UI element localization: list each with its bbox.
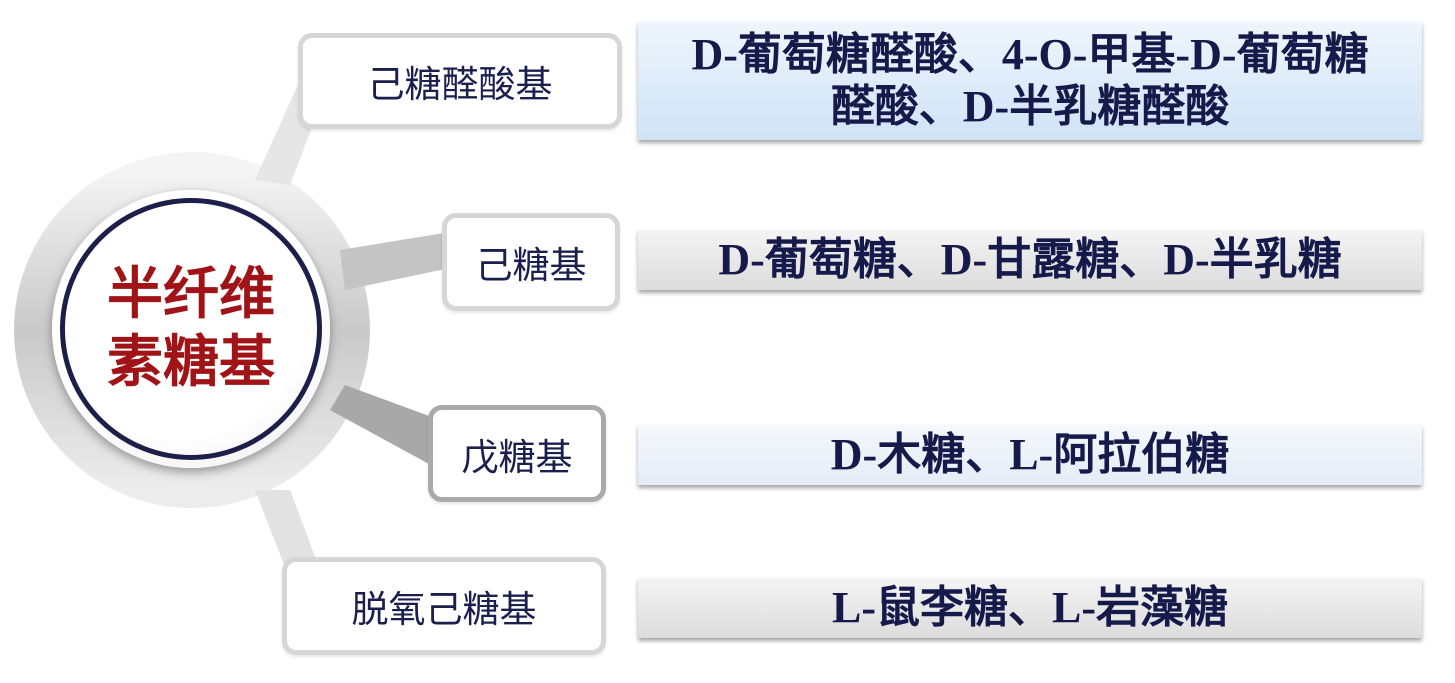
center-title-line1: 半纤维 bbox=[107, 262, 275, 327]
outer-ring bbox=[14, 152, 370, 508]
center-node: 半纤维素糖基 bbox=[52, 190, 330, 468]
detail-bar-hexose: D-葡萄糖、D-甘露糖、D-半乳糖 bbox=[638, 230, 1422, 290]
branch-label: 己糖醛酸基 bbox=[367, 63, 553, 106]
detail-text: D-木糖、L-阿拉伯糖 bbox=[830, 430, 1230, 479]
branch-box-deoxyhexose: 脱氧己糖基 bbox=[282, 557, 606, 655]
connector-2 bbox=[340, 232, 450, 290]
branch-box-hexuronic: 己糖醛酸基 bbox=[298, 33, 622, 129]
branch-label: 己糖基 bbox=[475, 244, 587, 287]
branch-box-pentose: 戊糖基 bbox=[428, 405, 606, 502]
detail-bar-pentose: D-木糖、L-阿拉伯糖 bbox=[638, 425, 1422, 485]
branch-label: 戊糖基 bbox=[461, 435, 573, 479]
branch-label: 脱氧己糖基 bbox=[351, 588, 537, 631]
center-ring bbox=[60, 198, 322, 460]
branch-box-hexose: 己糖基 bbox=[442, 213, 620, 311]
detail-bar-deoxyhexose: L-鼠李糖、L-岩藻糖 bbox=[638, 578, 1422, 638]
detail-text: D-葡萄糖醛酸、4-O-甲基-D-葡萄糖 bbox=[691, 30, 1369, 79]
detail-text: L-鼠李糖、L-岩藻糖 bbox=[832, 583, 1228, 632]
connector-3 bbox=[330, 385, 440, 470]
detail-bar-hexuronic: D-葡萄糖醛酸、4-O-甲基-D-葡萄糖醛酸、D-半乳糖醛酸 bbox=[638, 22, 1422, 140]
detail-text: 醛酸、D-半乳糖醛酸 bbox=[830, 82, 1230, 131]
center-title-line2: 素糖基 bbox=[107, 330, 275, 395]
detail-text: D-葡萄糖、D-甘露糖、D-半乳糖 bbox=[718, 235, 1342, 284]
